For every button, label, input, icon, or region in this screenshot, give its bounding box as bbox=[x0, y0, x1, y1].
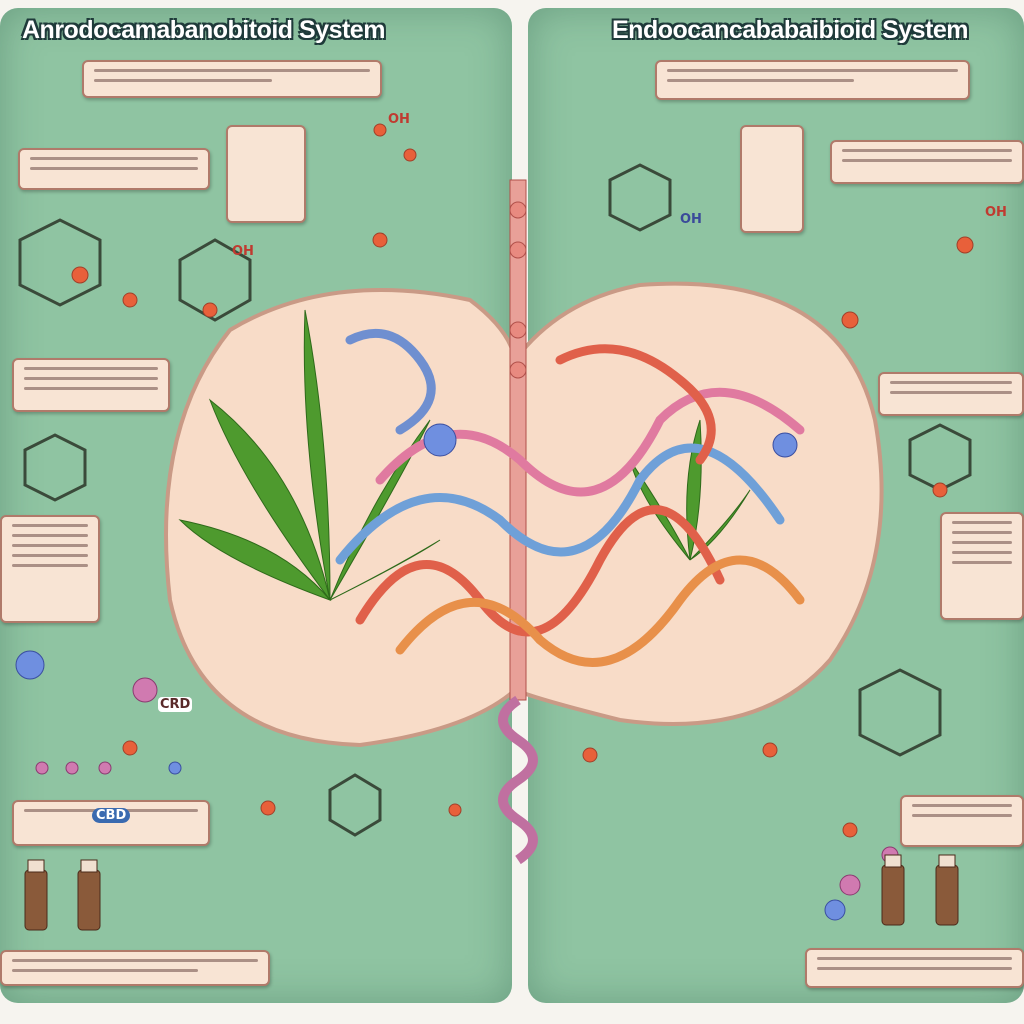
bottom-coil bbox=[498, 695, 538, 865]
blue-atoms bbox=[15, 164, 846, 921]
label-box bbox=[18, 148, 210, 190]
label-box bbox=[82, 60, 382, 98]
label-box bbox=[12, 358, 170, 412]
crd-label: CRD bbox=[158, 697, 193, 712]
left-title: Anrodocamabanobitoid System bbox=[22, 16, 385, 44]
atoms bbox=[71, 123, 974, 838]
oh-label: OH bbox=[232, 244, 254, 259]
label-box bbox=[830, 140, 1024, 184]
right-title: Endoocancababaibioid System bbox=[612, 16, 969, 44]
oil-bottle-icons bbox=[24, 854, 959, 931]
label-box bbox=[740, 125, 804, 233]
cannabis-leaf-left bbox=[178, 309, 441, 602]
label-box bbox=[0, 950, 270, 986]
label-box bbox=[226, 125, 306, 223]
hexagon-molecule-right bbox=[608, 163, 972, 757]
label-box bbox=[940, 512, 1024, 620]
label-box bbox=[878, 372, 1024, 416]
label-box bbox=[0, 515, 100, 623]
label-box bbox=[805, 948, 1024, 988]
label-box bbox=[655, 60, 970, 100]
oh-label: OH bbox=[388, 112, 410, 127]
hexagon-molecule-left bbox=[18, 218, 382, 837]
label-box bbox=[12, 800, 210, 846]
oh-label: OH bbox=[680, 212, 702, 227]
label-box bbox=[900, 795, 1024, 847]
oh-label: OH bbox=[985, 205, 1007, 220]
cbd-label: CBD bbox=[92, 808, 131, 823]
